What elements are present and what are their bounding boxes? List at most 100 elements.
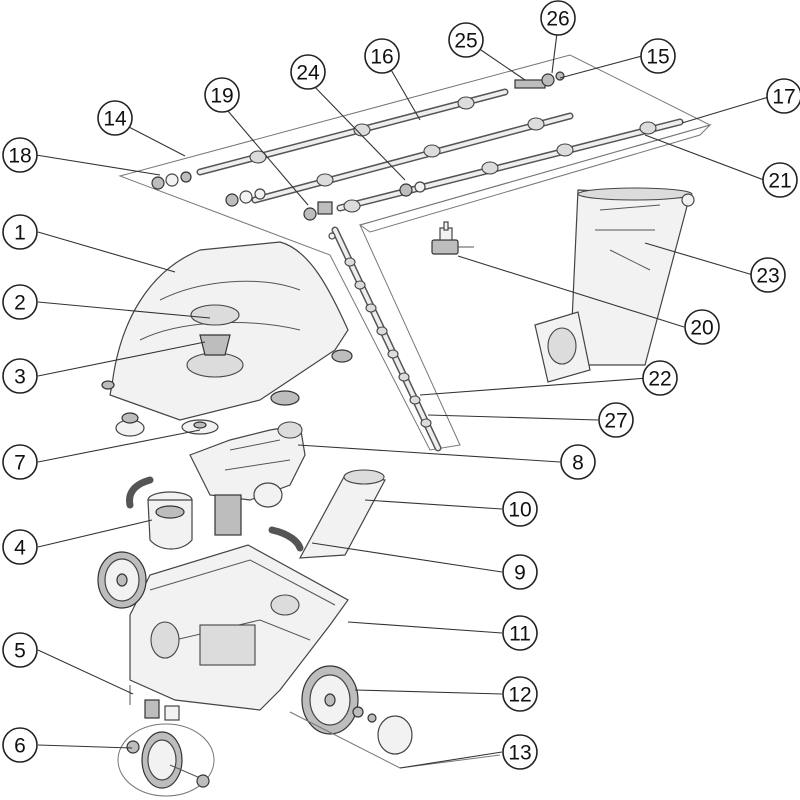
callout-circle bbox=[642, 360, 678, 396]
callout-circle bbox=[750, 257, 786, 293]
callout-3: 3 bbox=[2, 358, 38, 394]
callout-circle bbox=[290, 54, 326, 90]
callout-label: 25 bbox=[454, 30, 477, 53]
callout-label: 22 bbox=[648, 368, 671, 391]
callout-11: 11 bbox=[502, 615, 538, 651]
callout-circle bbox=[598, 402, 634, 438]
callout-circle bbox=[448, 22, 484, 58]
callout-label: 15 bbox=[646, 46, 669, 69]
callout-21: 21 bbox=[762, 162, 798, 198]
chute bbox=[298, 469, 386, 559]
callout-circle bbox=[540, 0, 576, 36]
callout-label: 5 bbox=[14, 640, 26, 663]
callout-label: 6 bbox=[14, 735, 26, 758]
callout-circle bbox=[560, 444, 596, 480]
callout-label: 1 bbox=[14, 222, 26, 245]
callout-label: 23 bbox=[756, 265, 779, 288]
callout-26: 26 bbox=[540, 0, 576, 36]
callout-circle bbox=[2, 632, 38, 668]
callout-label: 3 bbox=[14, 366, 26, 389]
callout-circle bbox=[2, 137, 38, 173]
callout-9: 9 bbox=[502, 554, 538, 590]
callout-16: 16 bbox=[364, 38, 400, 74]
callout-label: 4 bbox=[14, 537, 26, 560]
callout-5: 5 bbox=[2, 632, 38, 668]
base-chassis bbox=[129, 544, 349, 711]
valve-part bbox=[431, 221, 474, 255]
callout-label: 27 bbox=[604, 410, 627, 433]
callout-label: 19 bbox=[210, 85, 233, 108]
callout-circle bbox=[684, 309, 720, 345]
callout-circle bbox=[2, 214, 38, 250]
filter-bag bbox=[534, 187, 695, 383]
brush-rods bbox=[196, 88, 684, 452]
callout-circle bbox=[97, 100, 133, 136]
callout-label: 13 bbox=[508, 742, 531, 765]
rod-assembly-frame bbox=[118, 54, 712, 451]
callout-4: 4 bbox=[2, 529, 38, 565]
callout-15: 15 bbox=[640, 38, 676, 74]
callout-19: 19 bbox=[204, 77, 240, 113]
callout-circle bbox=[502, 676, 538, 712]
callout-label: 10 bbox=[508, 499, 531, 522]
motor-pump bbox=[126, 421, 306, 536]
callout-27: 27 bbox=[598, 402, 634, 438]
callout-circle bbox=[502, 491, 538, 527]
callout-circle bbox=[502, 615, 538, 651]
callout-label: 11 bbox=[509, 623, 531, 646]
callout-circle bbox=[762, 162, 798, 198]
callout-circle bbox=[2, 727, 38, 763]
bag-assembly-frame bbox=[358, 123, 712, 233]
callout-7: 7 bbox=[2, 444, 38, 480]
callout-circle bbox=[2, 444, 38, 480]
leader-lines bbox=[35, 24, 773, 769]
callout-2: 2 bbox=[2, 284, 38, 320]
callout-circle bbox=[2, 529, 38, 565]
callout-6: 6 bbox=[2, 727, 38, 763]
callout-label: 18 bbox=[8, 145, 31, 168]
callout-circle bbox=[502, 554, 538, 590]
callout-17: 17 bbox=[766, 78, 800, 114]
callout-circle bbox=[364, 38, 400, 74]
callout-circle bbox=[640, 38, 676, 74]
callout-circle bbox=[502, 734, 538, 770]
callout-circle bbox=[766, 78, 800, 114]
callout-label: 14 bbox=[103, 108, 127, 131]
wheel-left bbox=[97, 551, 147, 609]
top-cover bbox=[101, 241, 353, 437]
callout-20: 20 bbox=[684, 309, 720, 345]
callout-23: 23 bbox=[750, 257, 786, 293]
callout-10: 10 bbox=[502, 491, 538, 527]
callout-24: 24 bbox=[290, 54, 326, 90]
callout-label: 16 bbox=[370, 46, 393, 69]
hose bbox=[268, 526, 304, 552]
callout-25: 25 bbox=[448, 22, 484, 58]
callout-12: 12 bbox=[502, 676, 538, 712]
callout-label: 26 bbox=[546, 8, 569, 31]
callout-label: 17 bbox=[772, 86, 795, 109]
callout-label: 12 bbox=[508, 684, 531, 707]
callout-label: 20 bbox=[690, 317, 713, 340]
axle-parts bbox=[129, 685, 180, 721]
callout-14: 14 bbox=[97, 100, 133, 136]
callout-1: 1 bbox=[2, 214, 38, 250]
rod-fittings bbox=[151, 71, 565, 240]
wheel-right bbox=[301, 665, 413, 755]
wheel-set bbox=[117, 723, 215, 797]
callout-8: 8 bbox=[560, 444, 596, 480]
callout-circle bbox=[2, 358, 38, 394]
callout-label: 8 bbox=[572, 452, 584, 475]
impeller-housing bbox=[147, 491, 193, 550]
callout-circle bbox=[204, 77, 240, 113]
callout-18: 18 bbox=[2, 137, 38, 173]
callout-label: 2 bbox=[14, 292, 26, 315]
callout-22: 22 bbox=[642, 360, 678, 396]
callout-label: 21 bbox=[768, 170, 791, 193]
callout-label: 24 bbox=[296, 62, 320, 85]
callout-circle bbox=[2, 284, 38, 320]
callout-label: 7 bbox=[14, 452, 26, 475]
callout-13: 13 bbox=[502, 734, 538, 770]
callout-label: 9 bbox=[514, 562, 526, 585]
